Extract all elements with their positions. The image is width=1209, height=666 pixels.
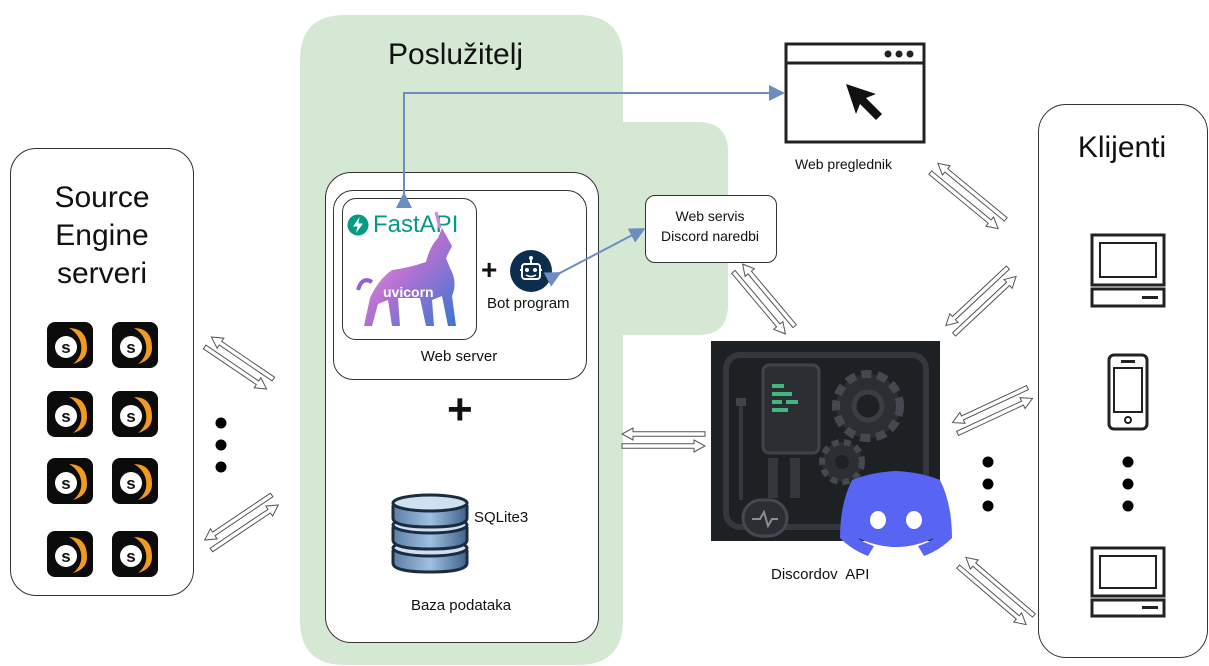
source-title-line-1: Source (54, 181, 150, 214)
svg-text:s: s (126, 474, 135, 493)
hollow-arrow (928, 170, 1000, 230)
svg-text:s: s (61, 547, 70, 566)
hollow-arrow (203, 492, 274, 541)
browser-label: Web preglednik (795, 156, 893, 172)
source-engine-icon: s (112, 531, 158, 577)
hollow-arrow (955, 564, 1027, 626)
svg-text:s: s (61, 407, 70, 426)
hollow-arrow (951, 384, 1030, 424)
web-service-text: Web servis Discord naredbi (645, 206, 775, 246)
web-service-line-2: Discord naredbi (660, 228, 760, 244)
source-engine-icon: s (47, 322, 93, 368)
hollow-arrow (210, 336, 276, 382)
web-service-line-1: Web servis (675, 208, 745, 224)
hollow-arrow (209, 504, 280, 553)
uvicorn-text: uvicorn (383, 284, 434, 300)
svg-text:s: s (126, 547, 135, 566)
source-engine-icon: s (112, 391, 158, 437)
source-title-line-3: serveri (56, 257, 147, 290)
hollow-arrow (965, 556, 1037, 618)
lightning-icon (347, 214, 369, 236)
discord-api-label: Discordov API (771, 566, 870, 583)
hollow-arrow (936, 162, 1008, 222)
hollow-arrow (621, 439, 707, 453)
clients-title: Klijenti (1077, 131, 1167, 164)
web-server-label: Web server (420, 348, 498, 365)
source-servers-panel: Source Engine serveri (10, 148, 194, 596)
plus-sign-web: + (481, 254, 498, 285)
source-engine-icon: s (112, 458, 158, 504)
svg-text:s: s (126, 407, 135, 426)
browser-to-webserver-arrow (396, 85, 785, 208)
source-servers-title: Source Engine serveri (11, 179, 193, 293)
hollow-arrow (620, 427, 706, 441)
fastapi-logo (347, 214, 369, 241)
hollow-arrow (741, 263, 798, 329)
source-engine-icon: s (112, 322, 158, 368)
svg-text:s: s (126, 338, 135, 357)
hollow-arrow (202, 344, 268, 390)
server-area-title: Poslužitelj (388, 38, 524, 71)
bot-program-label: Bot program (487, 295, 570, 312)
hollow-arrow (951, 275, 1017, 337)
hollow-arrow (945, 265, 1011, 327)
hollow-arrow (955, 397, 1034, 437)
database-label: Baza podataka (410, 597, 512, 614)
svg-text:s: s (61, 338, 70, 357)
source-engine-icon: s (47, 391, 93, 437)
bot-to-webservice-arrow (543, 228, 646, 287)
hollow-arrow (730, 269, 787, 335)
source-engine-icon: s (47, 458, 93, 504)
sqlite-label: SQLite3 (474, 509, 529, 526)
svg-text:s: s (61, 474, 70, 493)
source-engine-icon: s (47, 531, 93, 577)
source-title-line-2: Engine (55, 219, 149, 252)
plus-sign-db: + (447, 385, 473, 434)
robot-icon (520, 256, 542, 280)
